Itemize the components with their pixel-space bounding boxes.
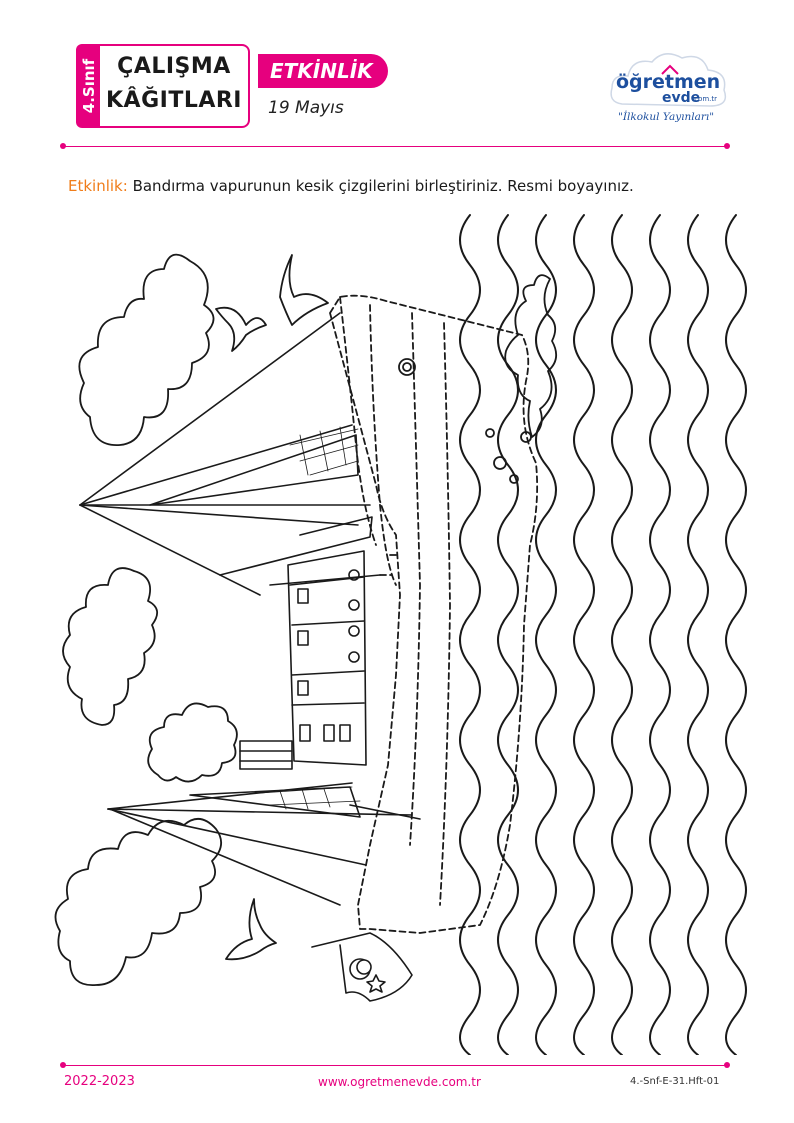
house-icon <box>661 64 679 75</box>
ship-hull <box>329 294 539 934</box>
rule-dot-right <box>724 143 730 149</box>
footer-website-link[interactable]: www.ogretmenevde.com.tr <box>318 1075 481 1089</box>
bottom-rule-dot-right <box>724 1062 730 1068</box>
bottom-divider <box>64 1064 728 1066</box>
rigging-net <box>259 426 361 810</box>
footer-year: 2022-2023 <box>64 1074 135 1089</box>
smoke-cloud <box>147 702 238 783</box>
sea-waves <box>459 214 747 1056</box>
date-text: 19 Mayıs <box>268 98 344 118</box>
logo-domain: .com.tr <box>692 95 717 103</box>
porthole-icon <box>398 358 416 376</box>
grade-tab: 4.Sınıf <box>76 44 102 128</box>
flag-icon <box>311 932 413 1002</box>
publisher-logo: öğretmen evde .com.tr "İlkokul Yayınları… <box>604 44 734 132</box>
rear-mast <box>107 782 421 906</box>
seagull-3 <box>225 898 277 961</box>
logo-main: öğretmen <box>616 71 720 93</box>
logo-sub: evde <box>662 90 700 106</box>
footer-code: 4.-Snf-E-31.Hft-01 <box>630 1076 720 1087</box>
activity-pill: ETKİNLİK <box>258 54 388 88</box>
title-line-2: KÂĞITLARI <box>106 88 242 113</box>
cloud-top <box>78 253 215 446</box>
instruction-text: Bandırma vapurunun kesik çizgilerini bir… <box>132 177 634 195</box>
logo-tagline: "İlkokul Yayınları" <box>618 109 714 123</box>
cloud-icon <box>610 53 727 107</box>
bottom-rule-dot-left <box>60 1062 66 1068</box>
instruction-label: Etkinlik: <box>68 177 128 195</box>
instruction: Etkinlik: Bandırma vapurunun kesik çizgi… <box>68 177 634 195</box>
water-splash <box>485 274 558 484</box>
top-divider <box>64 145 728 147</box>
ship-chimney <box>239 740 293 770</box>
coloring-illustration <box>40 205 760 1056</box>
seagull-1 <box>215 306 267 352</box>
cloud-bottom <box>54 818 222 986</box>
cloud-middle <box>62 567 158 726</box>
ship-cabin <box>287 550 367 766</box>
grade-label: 4.Sınıf <box>80 58 98 114</box>
title-box: ÇALIŞMA KÂĞITLARI <box>100 44 250 128</box>
front-mast <box>79 312 381 596</box>
rule-dot-left <box>60 143 66 149</box>
seagull-2 <box>279 254 329 326</box>
title-line-1: ÇALIŞMA <box>117 54 231 79</box>
